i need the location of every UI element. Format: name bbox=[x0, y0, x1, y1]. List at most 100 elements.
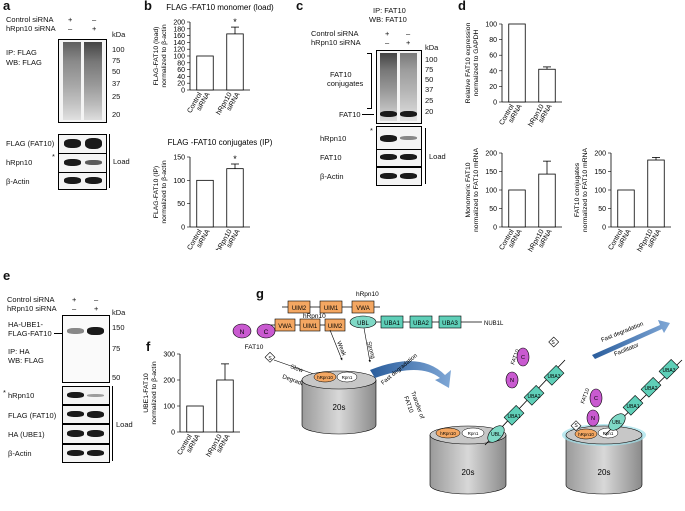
b-top-bar bbox=[196, 55, 214, 91]
load-label-a: Load bbox=[113, 157, 130, 166]
d-top-ytick-label: 40 bbox=[489, 68, 497, 75]
wb-label-a: WB: FLAG bbox=[6, 58, 42, 67]
lane2-control-minus: – bbox=[92, 15, 97, 24]
b-top-ytick-label: 160 bbox=[173, 33, 185, 40]
g-uim1b-label: UIM1 bbox=[303, 324, 318, 330]
row-e-actin: β-Actin bbox=[8, 449, 32, 458]
g-uim2-label: UIM2 bbox=[292, 306, 307, 312]
row-a-actin: β-Actin bbox=[6, 177, 30, 186]
chart-b-bottom: FLAG -FAT10 conjugates (IP)050100150FLAG… bbox=[153, 138, 273, 250]
g-fat10-n-label: N bbox=[240, 329, 245, 336]
marker-e-150: 150 bbox=[112, 323, 125, 332]
marker-c-50: 50 bbox=[425, 75, 434, 84]
blot-a-flag bbox=[58, 134, 107, 154]
row-a-hrpn10: hRpn10 bbox=[6, 158, 33, 167]
g-uba1-mid: UBA1 bbox=[507, 414, 520, 420]
lane2-hrpn10-plus: + bbox=[92, 24, 97, 33]
hrpn10-sirna-label: hRpn10 siRNA bbox=[6, 24, 56, 33]
g-uba1-label: UBA1 bbox=[384, 321, 400, 327]
lane2-control-minus-e: – bbox=[94, 295, 99, 304]
blot-e-ip bbox=[62, 315, 110, 383]
blot-e-actin bbox=[62, 444, 110, 463]
marker-c-37: 37 bbox=[425, 85, 434, 94]
fat10-arrow-c bbox=[362, 114, 374, 115]
g-strong: Strong bbox=[365, 341, 375, 360]
g-uim1-box bbox=[319, 300, 343, 314]
control-sirna-label-c: Control siRNA bbox=[311, 29, 359, 38]
g-rpn1-1: Rpn1 bbox=[342, 375, 353, 380]
g-fast-degradation-2: Fast degradation bbox=[601, 321, 645, 343]
g-straight-arrow bbox=[592, 320, 670, 359]
g-hrpn10-title2: hRpn10 bbox=[303, 313, 326, 320]
b-top-ytick-label: 40 bbox=[177, 74, 185, 81]
d-top-ytick-label: 20 bbox=[489, 84, 497, 91]
g-vwa2-box bbox=[274, 318, 296, 332]
wb-label-c: WB: FAT10 bbox=[369, 15, 407, 24]
blot-a-ip bbox=[58, 39, 107, 123]
d-right-bar bbox=[617, 189, 635, 228]
marker-a-100: 100 bbox=[112, 45, 125, 54]
band-arrow-e bbox=[54, 333, 62, 334]
d-left-ylabel: normalized to FAT10 mRNA bbox=[473, 147, 480, 232]
panel-label-e: e bbox=[3, 268, 11, 283]
d-left-ytick-label: 150 bbox=[485, 169, 497, 176]
g-nub1l-label: NUB1L bbox=[484, 321, 504, 327]
load-bracket-c bbox=[425, 128, 426, 184]
panel-label-c: c bbox=[296, 0, 304, 13]
d-top-ylabel: normalized to GAPDH bbox=[473, 29, 480, 96]
asterisk-e: * bbox=[3, 388, 6, 397]
kda-label-a: kDa bbox=[112, 30, 126, 39]
b-top-ylabel: FLAG-FAT10 (load) bbox=[153, 27, 160, 86]
g-uba1-right: UBA1 bbox=[626, 404, 639, 410]
hrpn10-sirna-label-e: hRpn10 siRNA bbox=[7, 304, 57, 313]
g-fat10-n-mid: N bbox=[510, 378, 514, 384]
g-uba3-right: UBA3 bbox=[662, 368, 675, 374]
f-ylabel: normalized to β-actin bbox=[151, 361, 158, 424]
b-top-bar bbox=[226, 33, 244, 91]
f-ytick-label: 200 bbox=[163, 378, 175, 385]
b-top-ytick-label: 80 bbox=[177, 60, 185, 67]
d-left-ytick-label: 50 bbox=[489, 206, 497, 213]
d-top-ytick-label: 60 bbox=[489, 53, 497, 60]
asterisk-a: * bbox=[52, 152, 55, 161]
d-right-ytick-label: 200 bbox=[594, 151, 606, 158]
load-bracket-a bbox=[109, 134, 110, 188]
g-fat10-right: FAT10 bbox=[580, 388, 591, 405]
f-ytick-label: 100 bbox=[163, 404, 175, 411]
load-label-e: Load bbox=[116, 420, 133, 429]
g-uim1b-box bbox=[299, 318, 321, 332]
chart-b: FLAG -FAT10 monomer (load)02040608010012… bbox=[153, 3, 274, 250]
g-fat10-mid: FAT10 bbox=[510, 349, 521, 366]
g-fat10-c bbox=[256, 323, 276, 339]
f-bar bbox=[186, 405, 204, 433]
b-top-ytick-label: 180 bbox=[173, 26, 185, 33]
lane1-control-plus-e: + bbox=[72, 295, 77, 304]
control-sirna-label-e: Control siRNA bbox=[7, 295, 55, 304]
g-ubl-right: UBL bbox=[612, 420, 622, 426]
b-top-significance: * bbox=[233, 17, 237, 27]
g-ubl-box bbox=[349, 315, 377, 329]
d-top-ytick-label: 100 bbox=[485, 22, 497, 29]
d-right-ylabel: FAT10 conjugates bbox=[574, 162, 581, 217]
d-right-ytick-label: 150 bbox=[594, 169, 606, 176]
diagram-g: hRpn10 UIM2 UIM1 VWA UBL UBA1 UBA2 UBA3 … bbox=[232, 291, 683, 495]
lane1-hrpn10-minus-e: – bbox=[72, 304, 77, 313]
g-ubl-label: UBL bbox=[357, 321, 369, 327]
b-top-ytick-label: 120 bbox=[173, 47, 185, 54]
d-right-ylabel: normalized to FAT10 mRNA bbox=[582, 147, 589, 232]
d-right-ytick-label: 0 bbox=[602, 225, 606, 232]
blot-c-hrpn10 bbox=[376, 126, 422, 150]
marker-c-100: 100 bbox=[425, 55, 438, 64]
panel-label-b: b bbox=[144, 0, 152, 13]
g-fat10-c-mid: C bbox=[521, 355, 525, 361]
blot-a-hrpn10 bbox=[58, 153, 107, 173]
row-e-flag: FLAG (FAT10) bbox=[8, 411, 57, 420]
g-s-right: S bbox=[574, 423, 578, 429]
row-e-hrpn10: hRpn10 bbox=[8, 391, 35, 400]
lane1-hrpn10-minus: – bbox=[68, 24, 73, 33]
blot-a-actin bbox=[58, 172, 107, 190]
g-s-left-label: S bbox=[268, 356, 272, 362]
